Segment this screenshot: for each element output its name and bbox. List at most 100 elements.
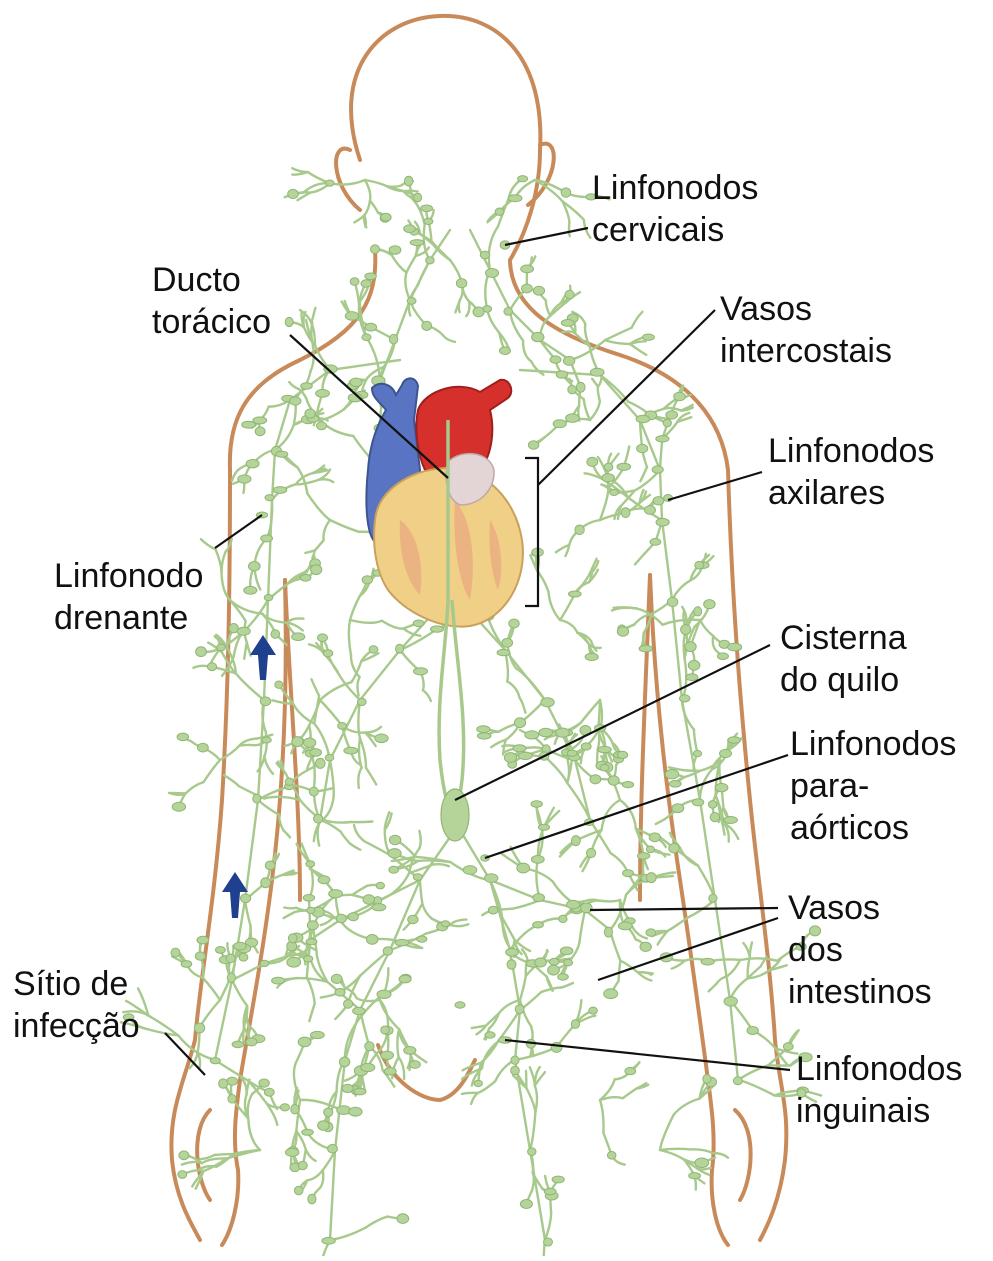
- lymph-node: [621, 508, 630, 518]
- lymph-vessel: [284, 908, 296, 909]
- lymph-vessel: [546, 300, 551, 316]
- lymph-vessel: [598, 376, 602, 387]
- leader-inguinal: [505, 1040, 790, 1070]
- lymph-node: [441, 921, 449, 927]
- lymph-vessel: [201, 539, 216, 549]
- lymph-vessel: [399, 1057, 405, 1079]
- label-line: Linfonodos: [592, 167, 758, 209]
- label-line: Ducto: [152, 259, 271, 301]
- label-line: intercostais: [720, 330, 892, 372]
- lymph-node: [511, 1066, 520, 1075]
- lymph-node: [522, 284, 533, 293]
- leader-paraaortic: [485, 755, 788, 858]
- lymph-node: [617, 627, 628, 637]
- lymph-node: [350, 278, 359, 286]
- lymph-node: [307, 921, 318, 930]
- lymph-vessel: [516, 668, 545, 700]
- label-line: Linfonodo: [54, 555, 203, 597]
- lymph-node: [259, 1079, 269, 1087]
- lymph-node: [294, 1186, 303, 1195]
- lymph-node: [305, 409, 315, 418]
- lymph-node: [311, 1031, 325, 1038]
- lymph-node: [280, 1104, 289, 1111]
- lymph-node: [455, 1002, 465, 1008]
- lymph-vessel: [682, 770, 700, 771]
- lymph-node: [688, 660, 700, 670]
- lymph-node: [568, 385, 577, 394]
- lymph-node: [253, 794, 261, 803]
- lymph-node: [389, 835, 400, 844]
- lymph-node: [388, 849, 401, 858]
- lymph-vessel: [700, 620, 713, 636]
- lymph-vessel: [672, 961, 685, 969]
- lymph-node: [255, 427, 265, 436]
- lymph-node: [407, 298, 416, 305]
- lymph-node: [511, 1056, 519, 1064]
- lymph-node: [572, 836, 581, 846]
- lymph-node: [303, 895, 314, 902]
- lymph-node: [724, 997, 737, 1006]
- lymph-node: [590, 775, 601, 784]
- lymph-vessel: [581, 700, 600, 723]
- lymph-node: [486, 269, 499, 278]
- lymph-node: [389, 246, 401, 255]
- lymph-vessel: [358, 768, 361, 788]
- lymph-node: [216, 947, 226, 954]
- lymph-node: [604, 927, 612, 937]
- lymph-node: [288, 189, 299, 198]
- lymph-node: [404, 1047, 416, 1055]
- lymph-node: [576, 382, 585, 392]
- lymph-node: [227, 1077, 238, 1085]
- lymph-node: [421, 205, 433, 212]
- lymph-vessel: [660, 1149, 691, 1150]
- lymph-node: [566, 414, 580, 423]
- lymph-node: [561, 188, 571, 197]
- lymph-vessel: [284, 912, 295, 918]
- lymph-vessel: [216, 1154, 233, 1167]
- lymph-node: [600, 764, 609, 771]
- lymph-vessel: [743, 943, 749, 957]
- label-line: Vasos: [788, 887, 932, 929]
- lymph-node: [349, 1107, 362, 1116]
- lymph-node: [292, 633, 305, 641]
- left-ear: [336, 149, 360, 210]
- lymph-node: [239, 953, 248, 961]
- lymph-node: [477, 733, 491, 739]
- lymph-node: [686, 674, 698, 681]
- lymph-node: [194, 1023, 204, 1033]
- lymph-node: [229, 624, 238, 633]
- lymph-node: [618, 922, 632, 930]
- lymph-node: [178, 1171, 187, 1179]
- lymph-node: [342, 1084, 353, 1092]
- lymph-node: [558, 974, 569, 981]
- lymph-node: [685, 642, 696, 652]
- lymph-node: [587, 457, 598, 466]
- lymph-node: [559, 915, 567, 922]
- lymph-node: [504, 753, 516, 763]
- lymph-vessel: [663, 620, 701, 625]
- lymph-vessel: [406, 256, 415, 273]
- lymph-node: [569, 591, 582, 597]
- lymph-node: [273, 487, 286, 494]
- lymph-vessel: [352, 886, 367, 895]
- label-cisterna-chyli: Cisterna do quilo: [780, 617, 907, 701]
- lymph-node: [310, 749, 322, 757]
- lymph-vessel: [523, 341, 531, 362]
- lymph-node: [285, 1148, 299, 1156]
- lymph-node: [316, 390, 330, 398]
- lymph-node: [533, 922, 544, 928]
- lymph-node: [371, 245, 380, 254]
- lymph-vessel: [656, 819, 666, 824]
- lymph-vessel: [709, 984, 717, 992]
- lymph-node: [242, 421, 256, 428]
- lymph-node: [287, 957, 301, 967]
- lymph-node: [300, 574, 311, 581]
- lymph-node: [623, 870, 634, 877]
- lymph-node: [232, 1041, 244, 1048]
- lymph-node: [363, 895, 374, 905]
- lymph-vessel: [320, 700, 342, 726]
- lymph-vessel: [619, 961, 621, 981]
- lymph-node: [607, 1152, 616, 1160]
- lymph-node: [413, 620, 424, 627]
- lymph-node: [681, 625, 691, 635]
